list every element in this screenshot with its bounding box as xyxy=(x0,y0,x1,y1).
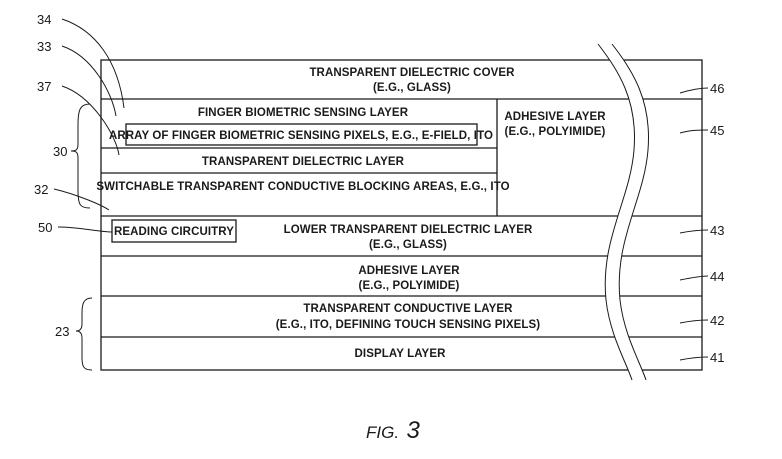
lower-dielectric-label-line1: LOWER TRANSPARENT DIELECTRIC LAYER xyxy=(284,224,533,236)
reading-circuitry-label: READING CIRCUITRY xyxy=(114,226,234,238)
ref-30: 30 xyxy=(53,144,67,159)
figure-number: 3 xyxy=(407,417,421,444)
ref-33: 33 xyxy=(37,39,51,54)
ref-42: 42 xyxy=(710,313,724,328)
leader-43 xyxy=(680,230,708,233)
ref-34: 34 xyxy=(37,12,51,27)
figure-label: FIG. 3 xyxy=(366,417,421,444)
ref-43: 43 xyxy=(710,223,724,238)
adhesive-top-label-line2: (E.G., POLYIMIDE) xyxy=(505,126,606,138)
ref-50: 50 xyxy=(38,220,52,235)
ref-45: 45 xyxy=(710,123,724,138)
leader-45 xyxy=(680,130,708,133)
conductive-label-line1: TRANSPARENT CONDUCTIVE LAYER xyxy=(303,303,513,315)
leader-41 xyxy=(680,357,708,360)
ref-44: 44 xyxy=(710,269,724,284)
adhesive-top-label-line1: ADHESIVE LAYER xyxy=(504,111,606,123)
blocking-areas-label: SWITCHABLE TRANSPARENT CONDUCTIVE BLOCKI… xyxy=(96,181,509,193)
leader-42 xyxy=(680,320,708,323)
leader-34 xyxy=(62,19,124,108)
ref-41: 41 xyxy=(710,350,724,365)
sensing-layer-label: FINGER BIOMETRIC SENSING LAYER xyxy=(198,107,409,119)
conductive-label-line2: (E.G., ITO, DEFINING TOUCH SENSING PIXEL… xyxy=(276,319,541,331)
bracket-23 xyxy=(76,298,92,370)
ref-23: 23 xyxy=(55,324,69,339)
ref-46: 46 xyxy=(710,81,724,96)
display-layer-label: DISPLAY LAYER xyxy=(355,348,447,360)
lower-dielectric-label-line2: (E.G., GLASS) xyxy=(369,239,447,251)
leader-46 xyxy=(680,88,708,93)
cover-label-line1: TRANSPARENT DIELECTRIC COVER xyxy=(309,67,515,79)
cover-label-line2: (E.G., GLASS) xyxy=(373,82,451,94)
break-marks xyxy=(598,44,649,380)
bracket-30 xyxy=(71,104,90,208)
adhesive-label-line2: (E.G., POLYIMIDE) xyxy=(359,280,460,292)
ref-32: 32 xyxy=(34,182,48,197)
leader-44 xyxy=(680,276,708,280)
ref-37: 37 xyxy=(37,79,51,94)
adhesive-label-line1: ADHESIVE LAYER xyxy=(358,265,460,277)
figure-prefix: FIG. xyxy=(366,423,399,442)
pixel-array-label: ARRAY OF FINGER BIOMETRIC SENSING PIXELS… xyxy=(109,130,493,142)
dielectric-layer-label: TRANSPARENT DIELECTRIC LAYER xyxy=(202,156,405,168)
leader-50 xyxy=(58,227,112,232)
